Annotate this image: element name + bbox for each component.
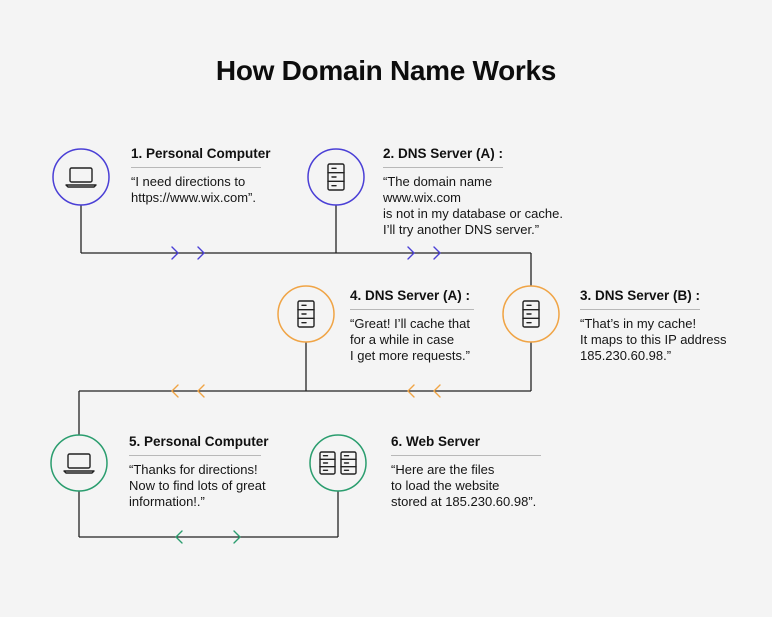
step-description: “I need directions to https://www.wix.co… <box>131 174 256 205</box>
step-heading: 5. Personal Computer <box>129 434 269 456</box>
double-server-icon <box>319 451 357 475</box>
arrows-row3 <box>175 530 241 544</box>
step-5-block: 5. Personal Computer “Thanks for directi… <box>129 434 279 510</box>
arrow-right-icon <box>197 246 205 260</box>
step-description: “The domain name www.wix.com is not in m… <box>383 174 563 237</box>
step-3-block: 3. DNS Server (B) : “That’s in my cache!… <box>580 288 750 364</box>
node-personal-computer-1 <box>52 148 110 206</box>
arrow-right-icon <box>407 246 415 260</box>
arrow-left-icon <box>175 530 183 544</box>
step-4-block: 4. DNS Server (A) : “Great! I’ll cache t… <box>350 288 490 364</box>
step-heading: 1. Personal Computer <box>131 146 271 168</box>
node-dns-server-b <box>502 285 560 343</box>
laptop-icon <box>63 453 95 474</box>
node-dns-server-a-cache <box>277 285 335 343</box>
step-heading: 3. DNS Server (B) : <box>580 288 700 310</box>
flow-lines <box>78 205 532 538</box>
node-web-server <box>309 434 367 492</box>
node-personal-computer-5 <box>50 434 108 492</box>
server-icon <box>522 300 540 328</box>
arrows-row1 <box>171 246 441 260</box>
arrow-left-icon <box>171 384 179 398</box>
page-title: How Domain Name Works <box>215 55 557 86</box>
server-icon <box>297 300 315 328</box>
server-icon <box>327 163 345 191</box>
arrow-right-icon <box>171 246 179 260</box>
node-circle <box>52 148 110 206</box>
laptop-icon <box>65 167 97 188</box>
step-heading: 4. DNS Server (A) : <box>350 288 474 310</box>
arrows-row2 <box>171 384 441 398</box>
step-heading: 2. DNS Server (A) : <box>383 146 503 168</box>
node-circle <box>50 434 108 492</box>
step-description: “Great! I’ll cache that for a while in c… <box>350 316 470 363</box>
step-6-block: 6. Web Server “Here are the files to loa… <box>391 434 571 510</box>
arrow-right-icon <box>233 530 241 544</box>
step-description: “Thanks for directions! Now to find lots… <box>129 462 266 509</box>
arrow-left-icon <box>197 384 205 398</box>
node-dns-server-a <box>307 148 365 206</box>
node-circle <box>309 434 367 492</box>
arrow-left-icon <box>407 384 415 398</box>
step-heading: 6. Web Server <box>391 434 541 456</box>
arrow-left-icon <box>433 384 441 398</box>
step-description: “That’s in my cache! It maps to this IP … <box>580 316 727 363</box>
arrow-right-icon <box>433 246 441 260</box>
step-2-block: 2. DNS Server (A) : “The domain name www… <box>383 146 573 238</box>
step-1-block: 1. Personal Computer “I need directions … <box>131 146 271 206</box>
step-description: “Here are the files to load the website … <box>391 462 537 509</box>
